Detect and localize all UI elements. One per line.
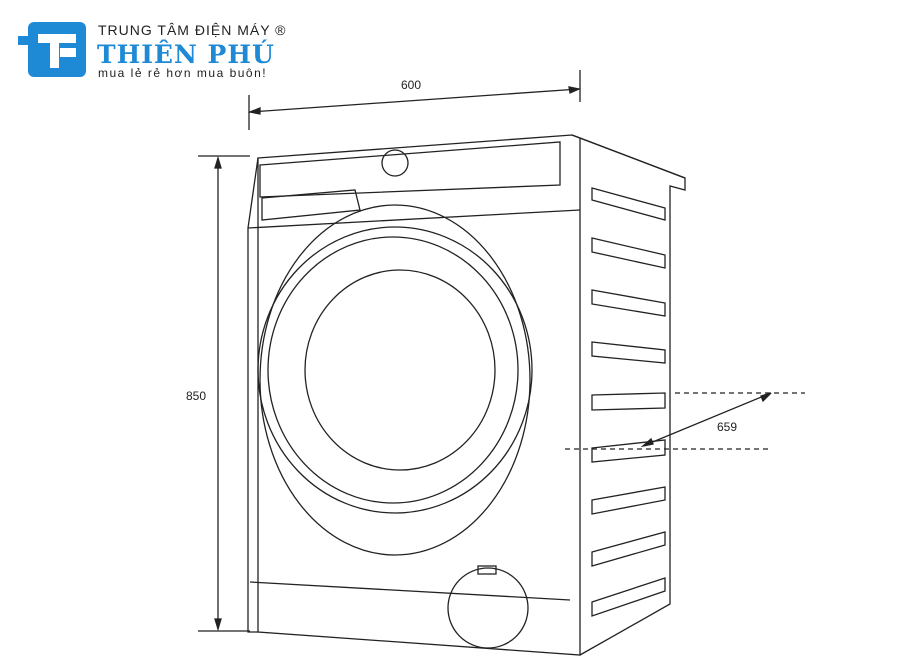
width-label: 600 [401,78,422,92]
side-vents [591,187,666,617]
logo-line1: TRUNG TÂM ĐIỆN MÁY ® [98,22,287,38]
logo-tagline: mua lẻ rẻ hơn mua buôn! [98,66,268,80]
depth-label: 659 [717,420,738,434]
height-label: 850 [186,389,207,403]
logo-mark [18,22,86,77]
logo-brand: THIÊN PHÚ [97,40,275,69]
